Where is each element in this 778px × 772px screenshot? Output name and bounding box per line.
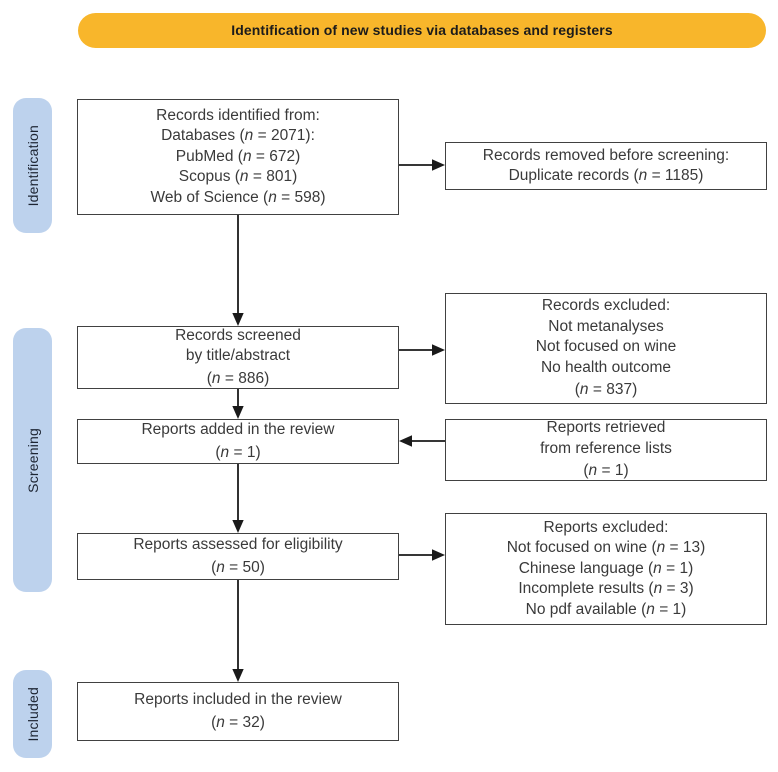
- stage-label-screening-text: Screening: [24, 427, 41, 493]
- banner-title: Identification of new studies via databa…: [78, 13, 766, 48]
- box-records-removed-before-screening: Records removed before screening: Duplica…: [445, 142, 767, 190]
- box-line: Reports assessed for eligibility: [133, 536, 343, 553]
- box-line: (n = 32): [211, 713, 265, 731]
- box-line: from reference lists: [540, 439, 672, 457]
- box-line: (n = 50): [211, 558, 265, 576]
- box-reports-assessed-for-eligibility: Reports assessed for eligibility (n = 50): [77, 533, 399, 580]
- box-line: Scopus (n = 801): [178, 168, 298, 186]
- box-reports-included-in-review: Reports included in the review (n = 32): [77, 682, 399, 741]
- box-line: PubMed (n = 672): [175, 147, 301, 165]
- box-line: No pdf available (n = 1): [525, 600, 687, 618]
- stage-label-screening: Screening: [13, 328, 52, 592]
- box-line: Chinese language (n = 1): [518, 559, 694, 577]
- box-line: Web of Science (n = 598): [150, 188, 326, 206]
- box-line: Not metanalyses: [548, 317, 664, 335]
- box-line: by title/abstract: [185, 347, 291, 365]
- box-line: Records removed before screening:: [482, 146, 730, 164]
- stage-label-identification-text: Identification: [24, 124, 41, 207]
- box-line: Not focused on wine: [535, 338, 677, 356]
- box-reports-added-in-review: Reports added in the review (n = 1): [77, 419, 399, 464]
- box-line: (n = 837): [574, 381, 638, 399]
- box-line: Incomplete results (n = 3): [518, 580, 694, 598]
- box-line: (n = 1): [215, 443, 261, 461]
- box-line: Reports included in the review: [134, 691, 342, 708]
- box-line: Duplicate records (n = 1185): [508, 167, 704, 184]
- box-line: Reports retrieved: [546, 419, 666, 437]
- stage-label-included-text: Included: [24, 686, 41, 742]
- box-records-identified: Records identified from: Databases (n = 2…: [77, 99, 399, 215]
- box-reports-retrieved-from-reference-lists: Reports retrieved from reference lists (n …: [445, 419, 767, 481]
- box-line: No health outcome: [540, 358, 672, 376]
- box-line: Databases (n = 2071):: [161, 127, 315, 145]
- box-line: Records excluded:: [541, 297, 671, 315]
- box-line: (n = 1): [583, 462, 629, 480]
- box-line: Records identified from:: [156, 106, 320, 124]
- box-line: Reports excluded:: [543, 518, 669, 536]
- box-line: Records screened: [175, 326, 301, 344]
- box-line: Reports added in the review: [141, 421, 335, 438]
- box-line: Not focused on wine (n = 13): [506, 539, 706, 557]
- stage-label-included: Included: [13, 670, 52, 758]
- stage-label-identification: Identification: [13, 98, 52, 233]
- box-reports-excluded: Reports excluded: Not focused on wine (n …: [445, 513, 767, 625]
- box-line: (n = 886): [206, 369, 270, 387]
- box-records-screened: Records screened by title/abstract (n = 88…: [77, 326, 399, 389]
